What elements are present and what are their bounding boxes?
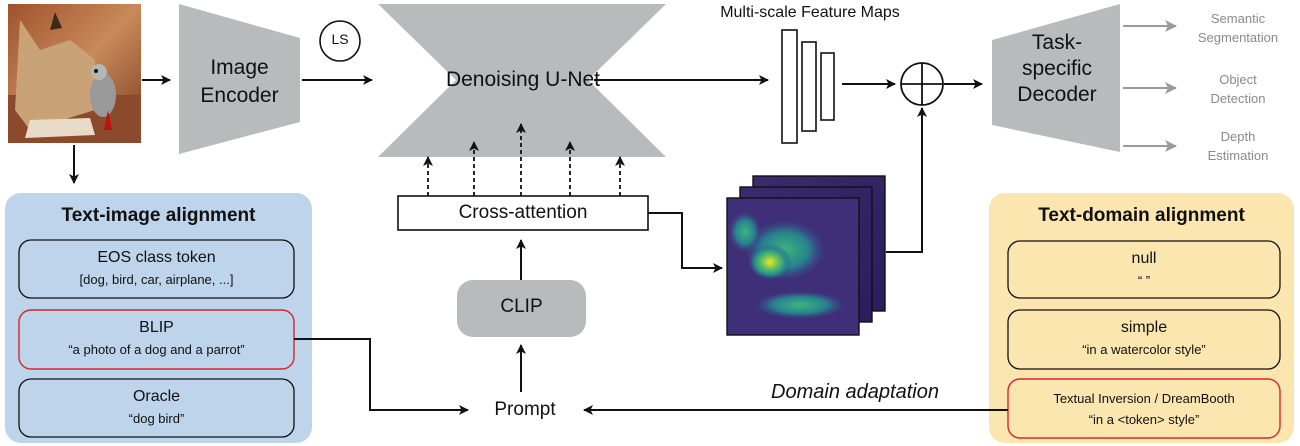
eos-option: EOS class token [dog, bird, car, airplan…	[79, 249, 234, 287]
null-option: null “ ”	[1131, 250, 1157, 288]
prompt-label: Prompt	[494, 399, 556, 420]
ls-circle	[319, 20, 361, 62]
arrow-maps-to-sum	[886, 107, 927, 253]
oracle-option: Oracle “dog bird”	[128, 388, 185, 426]
input-image	[8, 4, 141, 143]
unet-label: Denoising U-Net	[445, 68, 601, 91]
text-domain-alignment-title: Text-domain alignment	[1038, 205, 1245, 226]
text-image-alignment-title: Text-image alignment	[61, 205, 256, 226]
decoder-block	[992, 4, 1120, 152]
attention-injection-arrows	[423, 123, 625, 196]
cross-attention-box	[397, 195, 649, 231]
blip-option: BLIP “a photo of a dog and a parrot”	[68, 319, 245, 357]
ls-label: LS	[331, 31, 349, 47]
simple-option: simple “in a watercolor style”	[1082, 319, 1206, 357]
arrow-blip-to-prompt	[294, 338, 469, 415]
textual-inversion-option: Textual Inversion / DreamBooth “in a <to…	[1053, 391, 1235, 427]
clip-box	[457, 280, 586, 337]
feature-maps	[781, 29, 835, 144]
oracle-option-box	[18, 378, 295, 438]
sum-operator-icon	[900, 62, 944, 106]
unet-block	[378, 4, 666, 157]
eos-option-box	[18, 239, 295, 299]
textual-inversion-option-box	[1007, 378, 1281, 439]
null-option-box	[1007, 240, 1281, 299]
cross-attention-maps	[726, 175, 886, 336]
cross-attention-label: Cross-attention	[458, 202, 588, 223]
clip-label: CLIP	[500, 296, 543, 317]
domain-adaptation-label: Domain adaptation	[771, 381, 939, 403]
simple-option-box	[1007, 309, 1281, 370]
feature-maps-title: Multi-scale Feature Maps	[720, 4, 900, 21]
image-encoder-block	[179, 4, 300, 154]
arrow-attention-to-maps	[648, 212, 723, 273]
